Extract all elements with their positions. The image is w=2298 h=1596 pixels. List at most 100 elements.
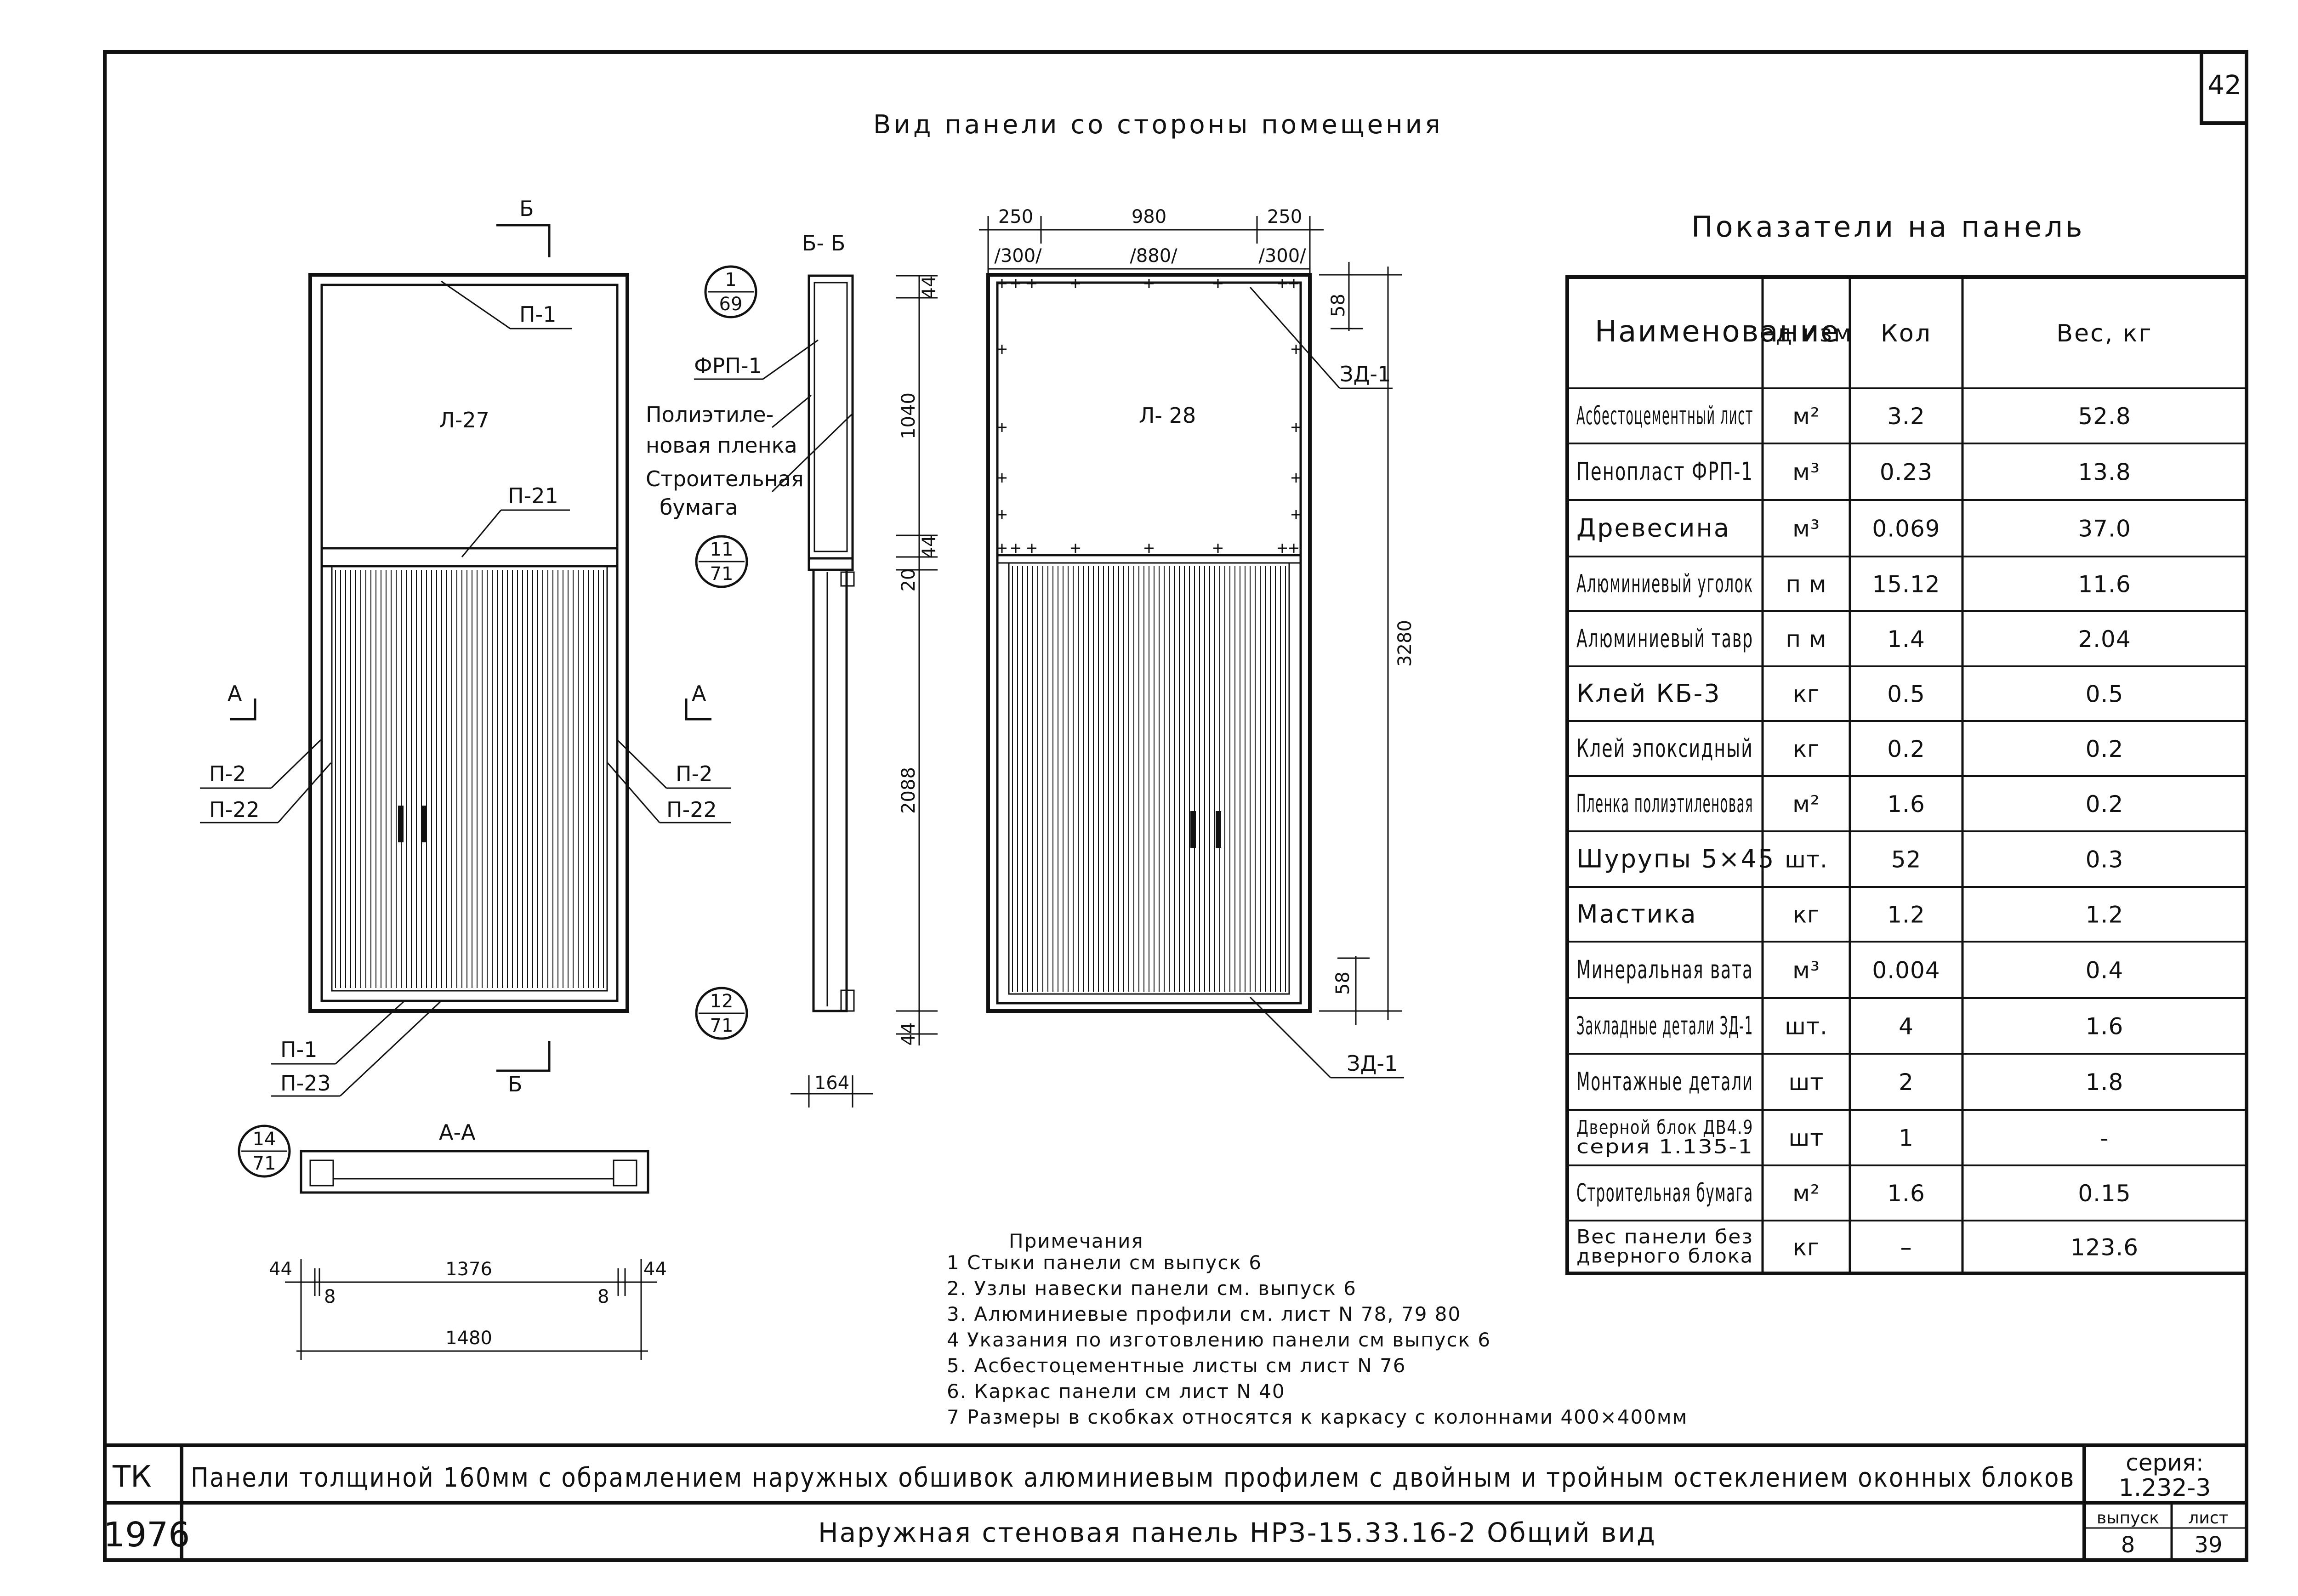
table-cell-qty: 1.6 [1887, 791, 1925, 818]
stamp-sheet: 39 [2194, 1532, 2222, 1558]
screw-mark [1144, 544, 1154, 553]
bb-dim-1040: 1040 [898, 392, 919, 439]
screw-mark [997, 345, 1007, 354]
table-cell-qty: 0.23 [1880, 459, 1933, 486]
note-1: 1 Стыки панели см выпуск 6 [947, 1251, 1262, 1274]
table-cell-name: Строительная бумага [1576, 1178, 1753, 1207]
note-7: 7 Размеры в скобках относятся к каркасу … [947, 1406, 1688, 1428]
bb-circle-1-top: 1 [725, 269, 736, 290]
table-cell-weight: 123.6 [2070, 1234, 2139, 1261]
table-cell-name: Мастика [1576, 900, 1697, 929]
bb-title: Б- Б [802, 231, 845, 256]
aa-dim-left: 44 [269, 1259, 292, 1280]
table-header-weight: Вес, кг [2056, 320, 2152, 347]
bb-label-frp: ФРП-1 [694, 353, 762, 378]
bb-circle-3-bottom: 71 [710, 1015, 734, 1036]
right-dim-top-left: 250 [998, 206, 1033, 227]
callout-p2-right: П-2 [676, 761, 712, 786]
screw-mark [1144, 279, 1154, 288]
note-3: 3. Алюминиевые профили см. лист N 78, 79… [947, 1303, 1461, 1325]
section-mark-a-left: А [228, 681, 242, 706]
table-cell-name: Клей КБ-3 [1576, 679, 1721, 708]
table-cell-qty: 1 [1899, 1125, 1914, 1152]
left-panel-view: Л-27 Б Б А А П-1 П-21 П-2 П-22 П-2 П-22 [200, 196, 731, 1097]
table-cell-unit: кг [1793, 681, 1820, 708]
note-4: 4 Указания по изготовлению панели см вып… [947, 1329, 1491, 1351]
title-block: ТК 1976 Панели толщиной 160мм с обрамлен… [103, 1443, 2247, 1560]
screw-mark [1278, 544, 1287, 553]
right-handle-1 [1190, 811, 1196, 848]
screw-mark [1289, 279, 1298, 288]
table-cell-unit: м² [1792, 403, 1820, 430]
table-cell-name: серия 1.135-1 [1576, 1136, 1753, 1158]
right-dim-top2-mid: /880/ [1130, 245, 1177, 267]
bb-insulation [813, 282, 848, 552]
bb-circle-2-top: 11 [710, 539, 734, 560]
callout-p22-right: П-22 [666, 797, 717, 822]
table-cell-weight: 37.0 [2078, 516, 2131, 542]
table-cell-qty: 0.004 [1872, 957, 1940, 984]
aa-circle-bottom: 71 [253, 1153, 276, 1174]
stamp-series-label: серия: [2126, 1449, 2203, 1476]
table-cell-weight: 1.8 [2086, 1069, 2124, 1096]
table-cell-name: Асбестоцементный лист [1576, 401, 1753, 430]
bb-circle-1-bottom: 69 [719, 294, 743, 315]
aa-circle-top: 14 [253, 1129, 276, 1150]
notes: Примечания 1 Стыки панели см выпуск 6 2.… [947, 1230, 1688, 1428]
bb-label-poly-1: Полиэтиле- [646, 402, 774, 427]
table-cell-name: Дверной блок ДВ4.9 [1576, 1116, 1753, 1139]
left-glazing-hatch [335, 570, 604, 988]
right-dim-top2-right: /300/ [1258, 245, 1306, 267]
left-handle-1 [398, 806, 404, 842]
right-handle-2 [1216, 811, 1221, 848]
stamp-issue: 8 [2121, 1532, 2135, 1558]
table-cell-qty: 1.4 [1887, 626, 1925, 653]
screw-mark [997, 544, 1007, 553]
right-dim-top2-left: /300/ [994, 245, 1042, 267]
table-cell-qty: 15.12 [1872, 571, 1940, 598]
callout-p23: П-23 [280, 1071, 331, 1096]
aa-circle [238, 1125, 291, 1178]
right-callout-zd1-top: ЗД-1 [1340, 362, 1391, 386]
bb-circle-3 [695, 987, 748, 1040]
aa-dim-mid: 1376 [445, 1259, 492, 1280]
table-cell-unit: м³ [1792, 459, 1820, 486]
bb-lower-frame [812, 568, 848, 1012]
stamp-year: 1976 [103, 1515, 190, 1555]
table-cell-name: Древесина [1576, 514, 1730, 543]
right-callout-zd1-bottom: ЗД-1 [1347, 1051, 1398, 1076]
table-cell-weight: 0.4 [2086, 957, 2124, 984]
stamp-org: ТК [112, 1460, 152, 1494]
table-cell-name: Алюминиевый тавр [1576, 624, 1753, 653]
screw-mark [1291, 510, 1301, 519]
table-cell-name: Шурупы 5×45 [1576, 845, 1775, 874]
table-cell-unit: м³ [1792, 516, 1820, 542]
section-mark-b-top: Б [519, 196, 534, 221]
screw-mark [1071, 544, 1080, 553]
note-2: 2. Узлы навески панели см. выпуск 6 [947, 1277, 1357, 1300]
table-cell-unit: шт. [1785, 1013, 1828, 1040]
stamp-sheet-label: лист [2188, 1509, 2228, 1528]
table-cell-unit: м² [1792, 1180, 1820, 1207]
screw-mark [1291, 473, 1301, 483]
screw-mark [1291, 423, 1301, 432]
stamp-series: 1.232-3 [2119, 1474, 2211, 1502]
table-cell-qty: 2 [1899, 1069, 1914, 1096]
right-dim-top-right: 250 [1267, 206, 1302, 227]
screw-mark [997, 279, 1007, 288]
screw-mark [1213, 279, 1223, 288]
screw-mark [1071, 279, 1080, 288]
section-mark-b-bottom: Б [508, 1072, 523, 1096]
bb-dim-44-bottom: 44 [898, 1022, 919, 1046]
table-cell-unit: кг [1793, 902, 1820, 928]
bb-dim-44-mid: 44 [919, 535, 940, 559]
table-cell-weight: - [2100, 1125, 2109, 1152]
bb-label-paper-2: бумага [660, 495, 738, 520]
bb-label-poly-2: новая пленка [646, 433, 797, 458]
table-cell-qty: 3.2 [1887, 403, 1925, 430]
stamp-issue-label: выпуск [2097, 1509, 2159, 1528]
callout-p21: П-21 [508, 483, 558, 508]
table-cell-unit: м² [1792, 791, 1820, 818]
table-cell-name: Минеральная вата [1576, 955, 1753, 984]
